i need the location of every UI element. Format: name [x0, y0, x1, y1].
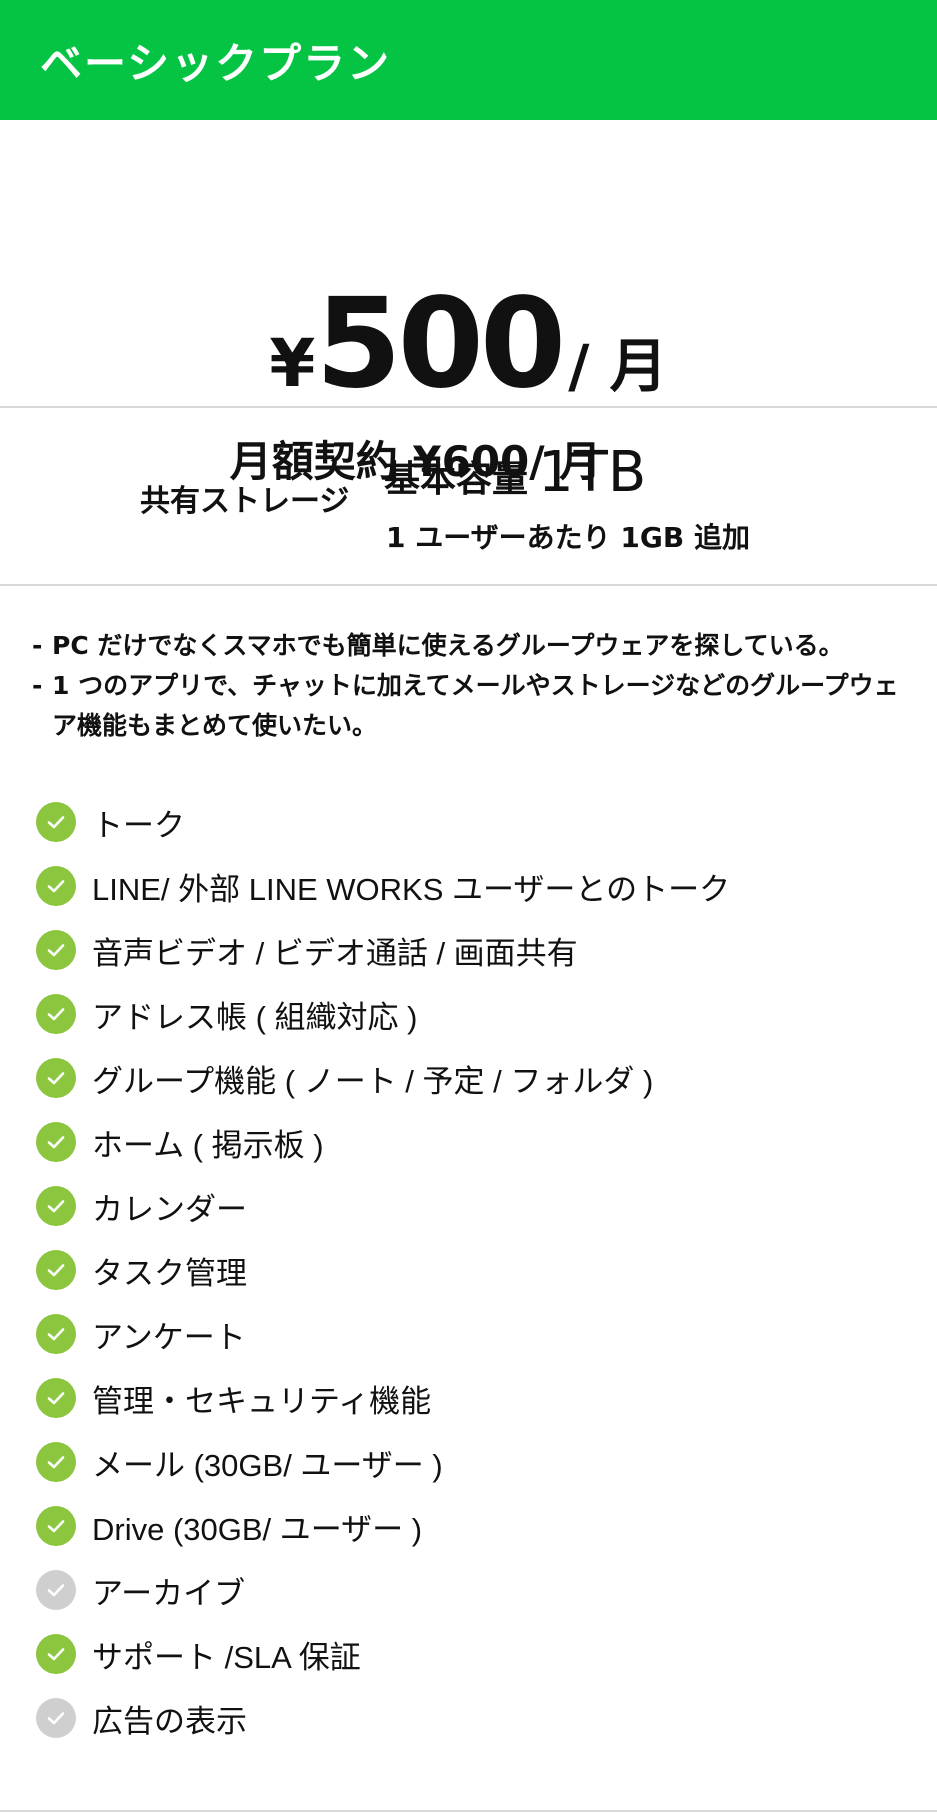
price-unit: / 月	[568, 332, 668, 400]
check-circle-icon	[36, 1250, 76, 1290]
base-capacity-value: 1TB	[538, 440, 647, 505]
feature-label: タスク管理	[92, 1255, 247, 1291]
check-circle-icon	[36, 930, 76, 970]
price-section: ¥500/ 月 月額契約 ¥600/ 月	[0, 120, 937, 486]
feature-item: LINE/ 外部 LINE WORKS ユーザーとのトーク	[36, 854, 916, 918]
feature-label: グループ機能 ( ノート / 予定 / フォルダ )	[92, 1063, 654, 1099]
feature-label: ホーム ( 掲示板 )	[92, 1127, 324, 1163]
feature-item: アドレス帳 ( 組織対応 )	[36, 982, 916, 1046]
feature-item: アンケート	[36, 1302, 916, 1366]
feature-label: LINE/ 外部 LINE WORKS ユーザーとのトーク	[92, 871, 731, 907]
feature-item: メール (30GB/ ユーザー )	[36, 1430, 916, 1494]
feature-item: タスク管理	[36, 1238, 916, 1302]
plan-header: ベーシックプラン	[0, 0, 937, 120]
check-circle-icon	[36, 1122, 76, 1162]
feature-label: アンケート	[92, 1319, 246, 1355]
check-circle-icon	[36, 1186, 76, 1226]
per-user-storage: 1 ユーザーあたり 1GB 追加	[386, 521, 750, 554]
currency-symbol: ¥	[269, 325, 316, 402]
feature-label: 音声ビデオ / ビデオ通話 / 画面共有	[92, 935, 578, 971]
storage-label: 共有ストレージ	[140, 484, 350, 519]
price-amount: 500	[315, 272, 566, 416]
check-circle-icon	[36, 1698, 76, 1738]
feature-label: サポート /SLA 保証	[92, 1639, 361, 1675]
check-circle-icon	[36, 994, 76, 1034]
description-item: -PC だけでなくスマホでも簡単に使えるグループウェアを探している。	[32, 631, 844, 660]
feature-item: 広告の表示	[36, 1686, 916, 1750]
check-circle-icon	[36, 866, 76, 906]
plan-title: ベーシックプラン	[40, 38, 392, 88]
feature-list: トーク LINE/ 外部 LINE WORKS ユーザーとのトーク音声ビデオ / …	[36, 790, 916, 1750]
feature-label: 管理・セキュリティ機能	[92, 1383, 432, 1419]
check-circle-icon	[36, 1442, 76, 1482]
feature-item: アーカイブ	[36, 1558, 916, 1622]
feature-item: 音声ビデオ / ビデオ通話 / 画面共有	[36, 918, 916, 982]
feature-label: アドレス帳 ( 組織対応 )	[92, 999, 418, 1035]
feature-item: グループ機能 ( ノート / 予定 / フォルダ )	[36, 1046, 916, 1110]
check-circle-icon	[36, 1314, 76, 1354]
feature-item: カレンダー	[36, 1174, 916, 1238]
feature-item: 管理・セキュリティ機能	[36, 1366, 916, 1430]
feature-label: Drive (30GB/ ユーザー )	[92, 1511, 423, 1547]
feature-label: アーカイブ	[92, 1575, 246, 1611]
feature-item: ホーム ( 掲示板 )	[36, 1110, 916, 1174]
description-item: -1 つのアプリで、チャットに加えてメールやストレージなどのグループウェア機能も…	[32, 671, 899, 740]
feature-item: Drive (30GB/ ユーザー )	[36, 1494, 916, 1558]
feature-item: サポート /SLA 保証	[36, 1622, 916, 1686]
check-circle-icon	[36, 1378, 76, 1418]
plan-description: -PC だけでなくスマホでも簡単に使えるグループウェアを探している。 -1 つの…	[32, 626, 912, 746]
check-circle-icon	[36, 1634, 76, 1674]
check-circle-icon	[36, 1506, 76, 1546]
check-circle-icon	[36, 1570, 76, 1610]
feature-label: メール (30GB/ ユーザー )	[92, 1447, 443, 1483]
base-capacity-label: 基本容量	[384, 459, 529, 500]
check-circle-icon	[36, 802, 76, 842]
feature-label: 広告の表示	[92, 1703, 247, 1739]
divider	[0, 1810, 937, 1812]
check-circle-icon	[36, 1058, 76, 1098]
feature-label: カレンダー	[92, 1191, 247, 1227]
feature-label: トーク	[92, 807, 185, 843]
monthly-contract-price: 月額契約 ¥600/ 月	[229, 437, 602, 486]
feature-item: トーク	[36, 790, 916, 854]
price-main: ¥500/ 月	[0, 282, 937, 406]
